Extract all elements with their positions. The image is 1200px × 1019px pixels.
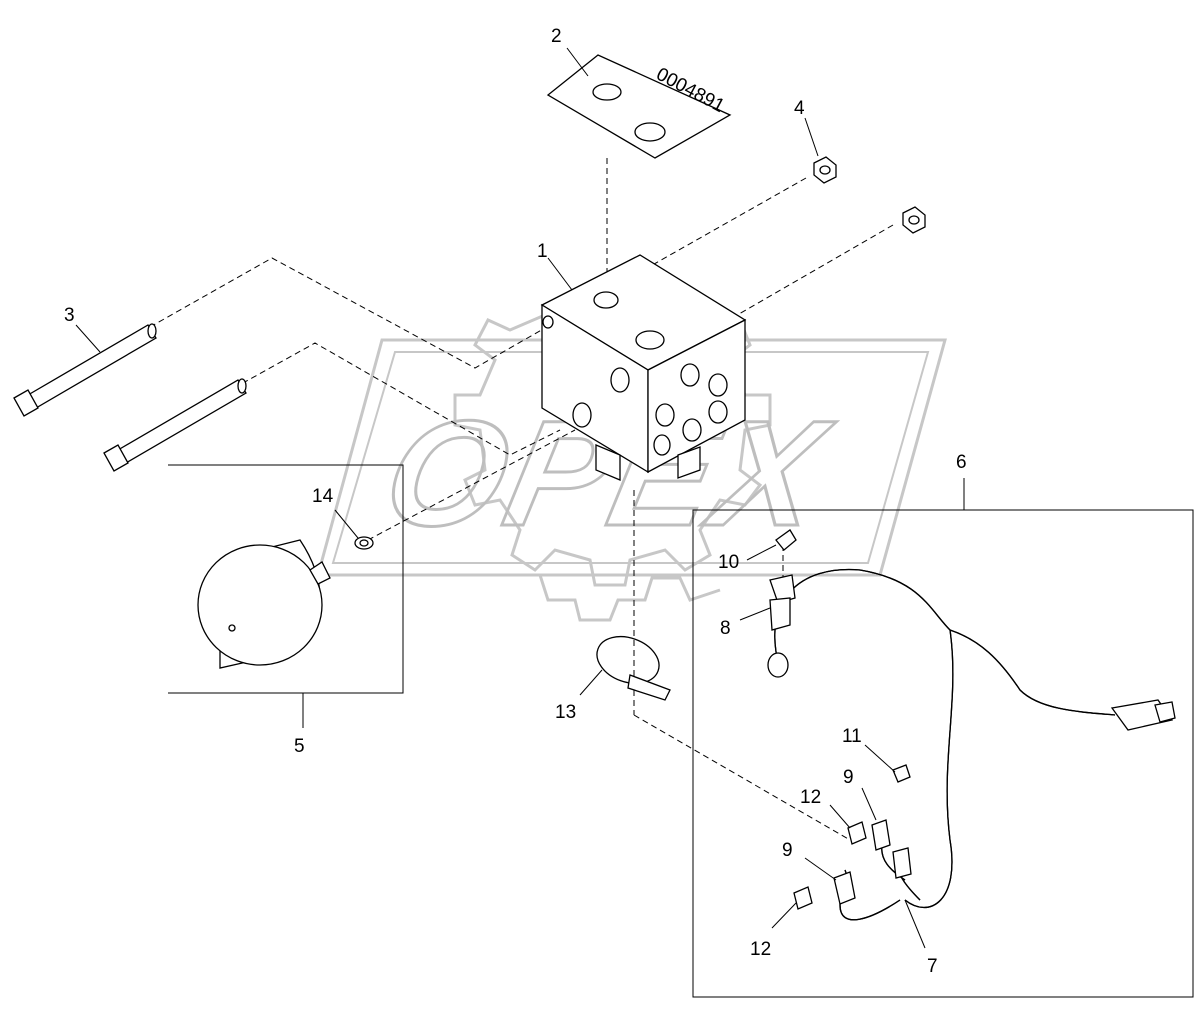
callout-6: 6	[956, 452, 967, 473]
wire-harness	[767, 568, 1176, 921]
callout-9b: 9	[782, 840, 793, 861]
watermark-gear-lower	[510, 573, 721, 622]
callouts: 1 2 3 4 5 6 7 8 9 9 10 11 12 12 13 14	[64, 26, 967, 977]
accumulator-box	[168, 464, 404, 694]
callout-12b: 12	[750, 939, 771, 960]
callout-11: 11	[842, 726, 862, 747]
callout-4: 4	[794, 98, 805, 119]
connector-2	[833, 871, 856, 905]
callout-1: 1	[537, 241, 548, 262]
leader-lines	[75, 47, 965, 949]
retainer-clip	[847, 821, 867, 845]
callout-13: 13	[555, 702, 576, 723]
clip	[775, 529, 797, 551]
hex-nut-2	[902, 206, 926, 234]
hex-nut	[813, 156, 837, 184]
bolt-2	[103, 378, 247, 472]
callout-2: 2	[551, 26, 562, 47]
callout-10: 10	[718, 552, 739, 573]
clip-2	[892, 764, 911, 783]
connector	[871, 819, 912, 879]
assembly-lines	[149, 158, 894, 841]
accumulator	[197, 539, 331, 669]
sensor	[769, 574, 796, 631]
callout-8: 8	[720, 618, 731, 639]
bolt	[13, 323, 157, 417]
callout-9a: 9	[843, 767, 854, 788]
valve-block	[540, 254, 747, 481]
washer	[354, 536, 374, 550]
decal-plate: 0004891	[546, 54, 732, 159]
callout-5: 5	[294, 736, 305, 757]
callout-14: 14	[312, 486, 334, 507]
callout-12a: 12	[800, 787, 821, 808]
retainer-clip-2	[793, 886, 813, 910]
callout-3: 3	[64, 305, 75, 326]
watermark-badge-inner	[331, 351, 930, 564]
harness-box	[692, 509, 1194, 998]
cable-tie	[596, 635, 671, 701]
callout-7: 7	[927, 956, 938, 977]
